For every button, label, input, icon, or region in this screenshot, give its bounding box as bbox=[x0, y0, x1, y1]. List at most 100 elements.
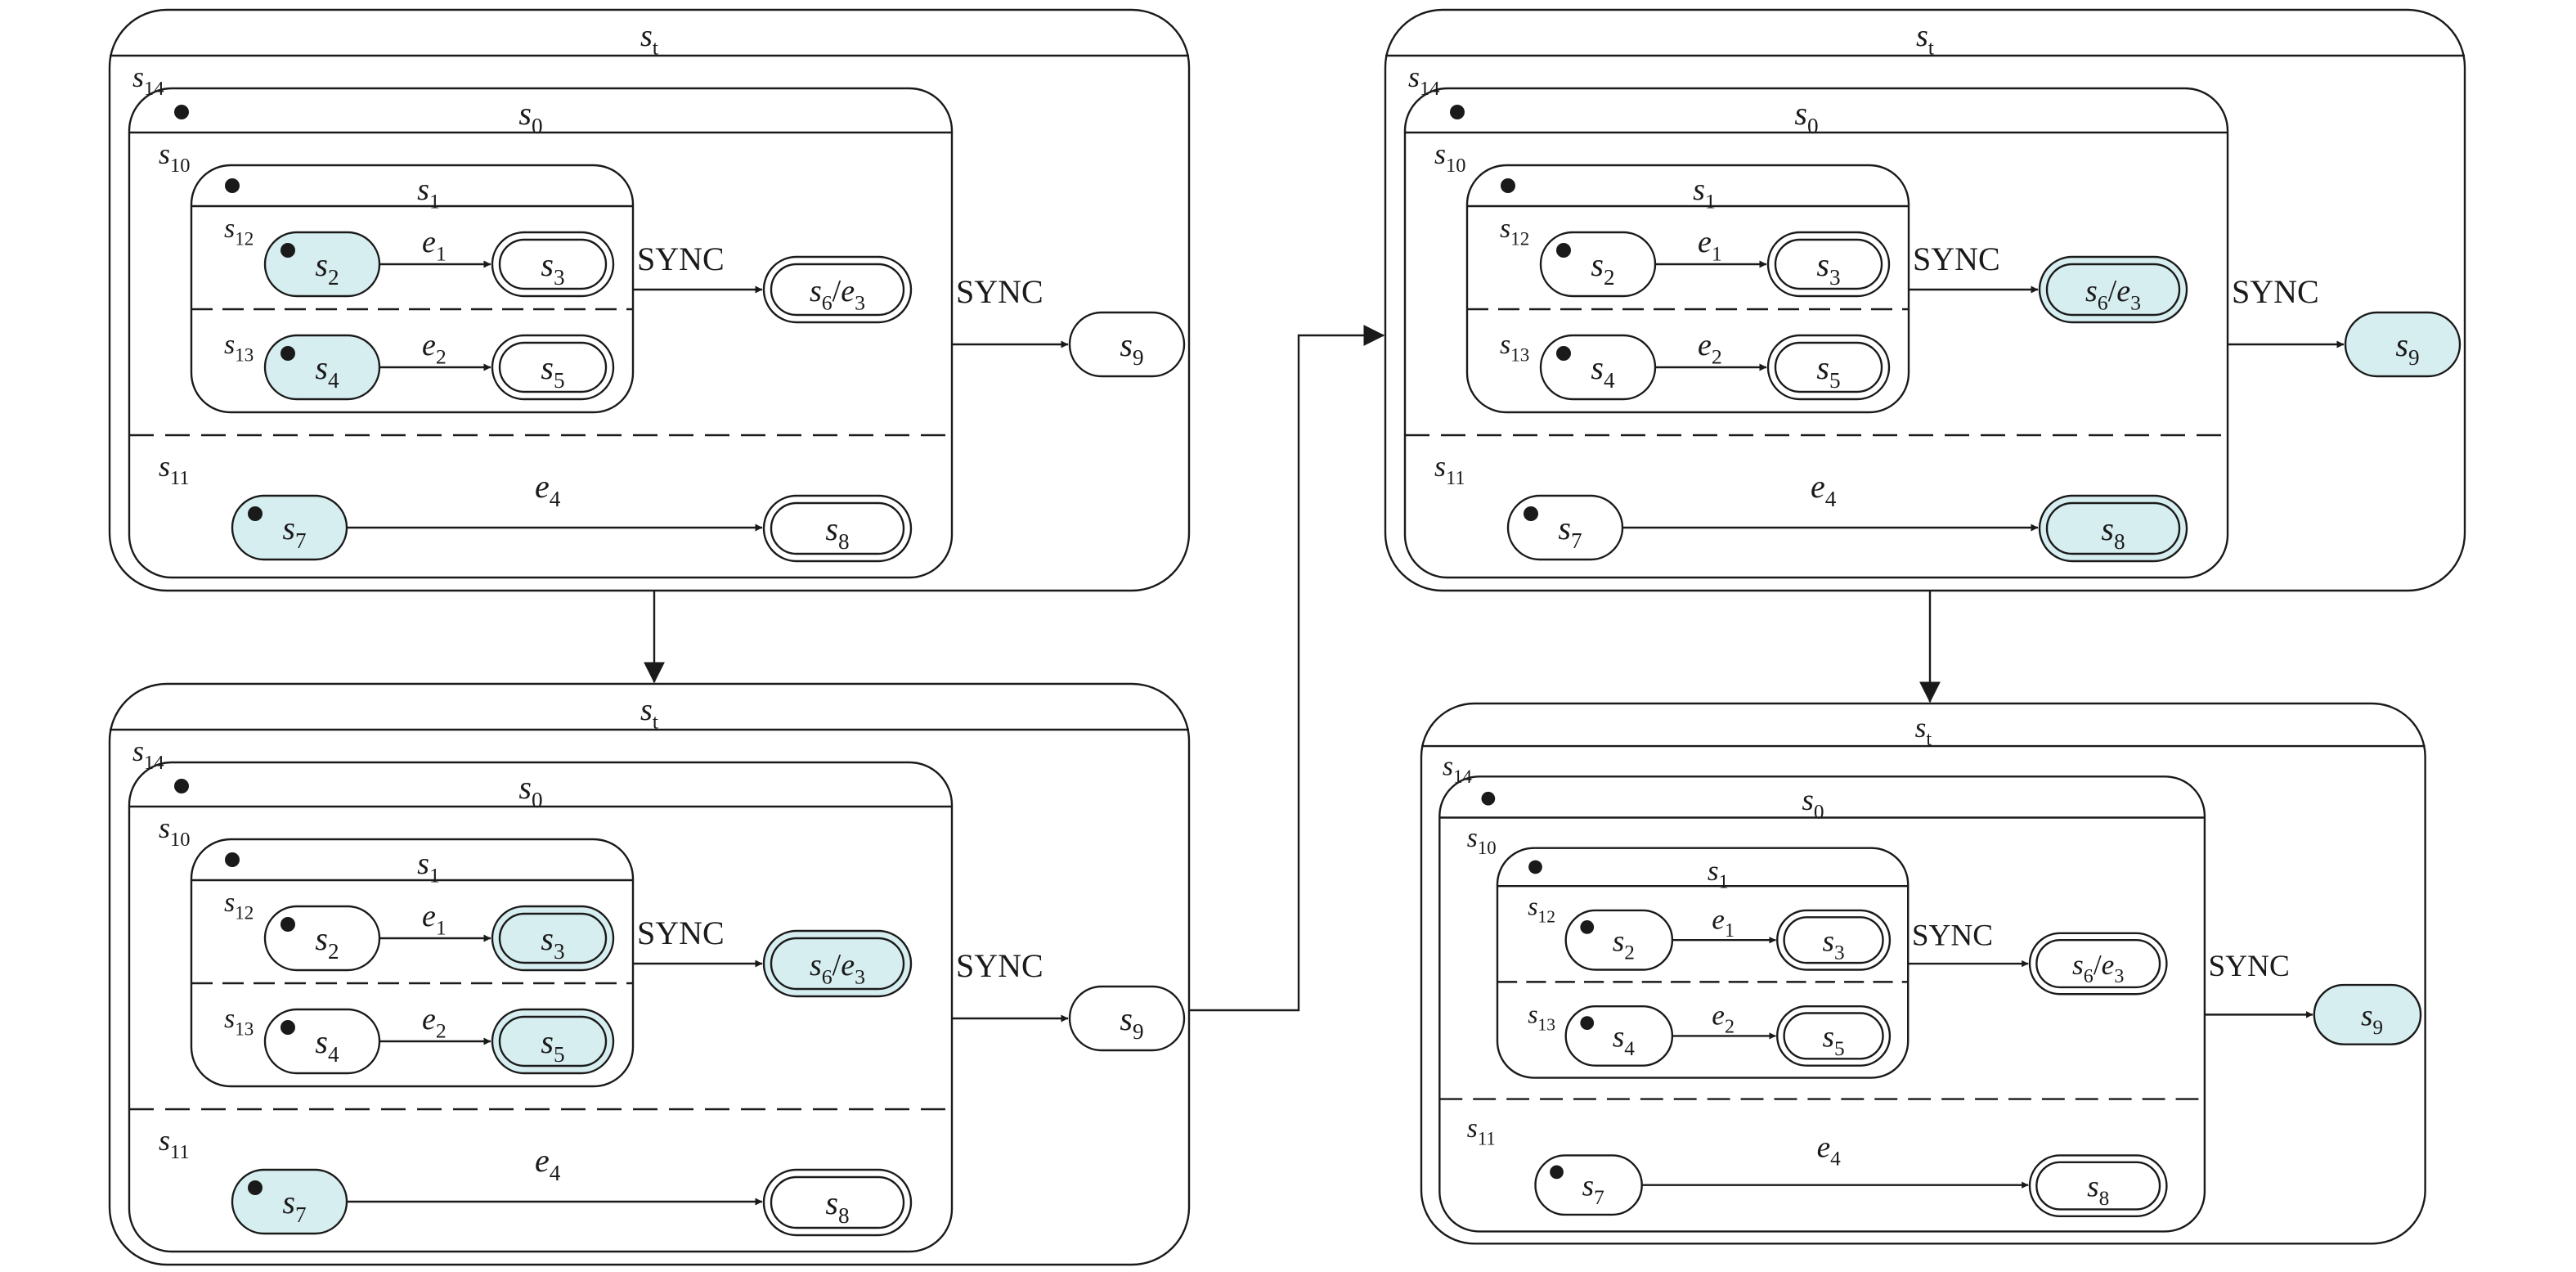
state-s6-e3 bbox=[762, 255, 913, 324]
initial-pseudostate bbox=[280, 243, 295, 258]
event-e2-label: e2 bbox=[1698, 328, 1722, 369]
state-s7-label: s7 bbox=[1558, 510, 1582, 553]
region-b-label: s11 bbox=[159, 1124, 190, 1163]
inner-region-a-label: s12 bbox=[224, 213, 254, 250]
state-s9 bbox=[2313, 983, 2422, 1045]
initial-pseudostate bbox=[1450, 105, 1465, 119]
inner-region-b-label: s13 bbox=[224, 330, 254, 366]
inner-region-b-label: s13 bbox=[1528, 1000, 1555, 1035]
event-e4-label: e4 bbox=[1817, 1130, 1842, 1170]
state-s5 bbox=[1776, 1005, 1892, 1067]
sync-label: SYNC bbox=[637, 240, 725, 277]
state-s4-label: s4 bbox=[1613, 1020, 1635, 1059]
inner-region-b-label: s13 bbox=[1500, 330, 1529, 366]
state-s3 bbox=[491, 231, 615, 298]
event-e4-label: e4 bbox=[535, 468, 561, 511]
state-s9 bbox=[2344, 311, 2462, 378]
initial-pseudostate bbox=[1528, 860, 1542, 874]
state-s9-label: s9 bbox=[2361, 999, 2383, 1038]
state-s8 bbox=[2038, 494, 2188, 563]
state-s3 bbox=[1766, 231, 1891, 298]
state-s8-label: s8 bbox=[2087, 1171, 2109, 1210]
state-s8 bbox=[762, 1168, 913, 1237]
initial-pseudostate bbox=[248, 506, 263, 521]
state-s7-label: s7 bbox=[282, 1184, 306, 1227]
state-s6-e3-inner bbox=[770, 263, 905, 317]
initial-pseudostate bbox=[174, 105, 189, 119]
initial-pseudostate bbox=[280, 1020, 295, 1035]
state-s9-label: s9 bbox=[1120, 1000, 1143, 1044]
state-s6-e3-inner bbox=[2045, 263, 2181, 317]
initial-pseudostate bbox=[225, 178, 240, 193]
orthogonal-state-label: s0 bbox=[1802, 784, 1824, 823]
state-s6-e3-label: s6/e3 bbox=[2072, 949, 2124, 987]
state-s6-e3-inner bbox=[770, 937, 905, 991]
state-s6-e3 bbox=[762, 929, 913, 998]
state-s3-label: s3 bbox=[541, 920, 564, 964]
state-s4-label: s4 bbox=[1591, 349, 1615, 393]
region-a-label: s10 bbox=[1467, 823, 1497, 858]
state-s3-inner bbox=[498, 238, 608, 290]
state-s2-label: s2 bbox=[315, 246, 339, 290]
state-s2-label: s2 bbox=[315, 920, 339, 964]
initial-pseudostate bbox=[1501, 178, 1515, 193]
inner-composite-label: s1 bbox=[417, 847, 440, 888]
state-s8-label: s8 bbox=[2101, 510, 2125, 554]
initial-pseudostate bbox=[280, 346, 295, 361]
state-s8-inner bbox=[770, 501, 905, 555]
state-s5 bbox=[1766, 334, 1891, 401]
state-s9 bbox=[1068, 311, 1186, 378]
event-e4-label: e4 bbox=[535, 1142, 561, 1185]
initial-pseudostate bbox=[1481, 791, 1496, 806]
initial-pseudostate bbox=[1550, 1165, 1564, 1180]
event-e4-label: e4 bbox=[1811, 468, 1837, 511]
region-a-label: s10 bbox=[159, 137, 190, 177]
state-s3-label: s3 bbox=[1822, 924, 1844, 964]
sync-label: SYNC bbox=[2232, 273, 2319, 310]
region-a-label: s10 bbox=[159, 811, 190, 851]
initial-pseudostate bbox=[248, 1180, 263, 1195]
state-s6-e3-label: s6/e3 bbox=[810, 274, 865, 315]
event-e1-label: e1 bbox=[1698, 225, 1722, 266]
sync-label: SYNC bbox=[1913, 240, 2000, 277]
inner-region-a-label: s12 bbox=[1528, 892, 1555, 927]
root-state-label: st bbox=[640, 693, 659, 734]
state-s5-label: s5 bbox=[541, 349, 564, 393]
inner-region-a-label: s12 bbox=[1500, 213, 1529, 250]
state-s5-inner bbox=[498, 1015, 608, 1067]
state-s8-label: s8 bbox=[825, 1184, 849, 1228]
state-s8 bbox=[2028, 1154, 2168, 1218]
state-s5 bbox=[491, 1008, 615, 1075]
state-s3-inner bbox=[498, 912, 608, 964]
initial-pseudostate bbox=[1556, 243, 1571, 258]
root-state-box bbox=[108, 8, 1191, 592]
initial-pseudostate bbox=[1524, 506, 1538, 521]
sync-label: SYNC bbox=[1912, 919, 1993, 953]
orthogonal-state-label: s0 bbox=[518, 769, 542, 812]
root-state-box bbox=[108, 682, 1191, 1266]
event-e2-label: e2 bbox=[422, 328, 447, 369]
state-s5-inner bbox=[1783, 1012, 1884, 1060]
event-e1-label: e1 bbox=[422, 225, 447, 266]
orthogonal-state-label: s0 bbox=[518, 95, 542, 138]
state-s3-inner bbox=[1783, 916, 1884, 964]
root-state-label: st bbox=[640, 19, 659, 60]
connector-p2-to-p3 bbox=[1189, 325, 1385, 1012]
composite-state-label: s14 bbox=[132, 735, 164, 774]
initial-pseudostate bbox=[1580, 1016, 1595, 1030]
composite-state-label: s14 bbox=[132, 61, 164, 100]
state-s6-e3 bbox=[2038, 255, 2188, 324]
state-s3 bbox=[491, 905, 615, 972]
state-s2-label: s2 bbox=[1613, 924, 1635, 964]
root-state-box bbox=[1384, 8, 2466, 592]
orthogonal-state-label: s0 bbox=[1794, 95, 1818, 138]
state-s8-label: s8 bbox=[825, 510, 849, 554]
state-s5 bbox=[491, 334, 615, 401]
orthogonal-state-box bbox=[128, 761, 954, 1253]
state-s8-inner bbox=[2035, 1161, 2161, 1211]
root-state-label: st bbox=[1916, 19, 1935, 60]
initial-pseudostate bbox=[280, 917, 295, 932]
